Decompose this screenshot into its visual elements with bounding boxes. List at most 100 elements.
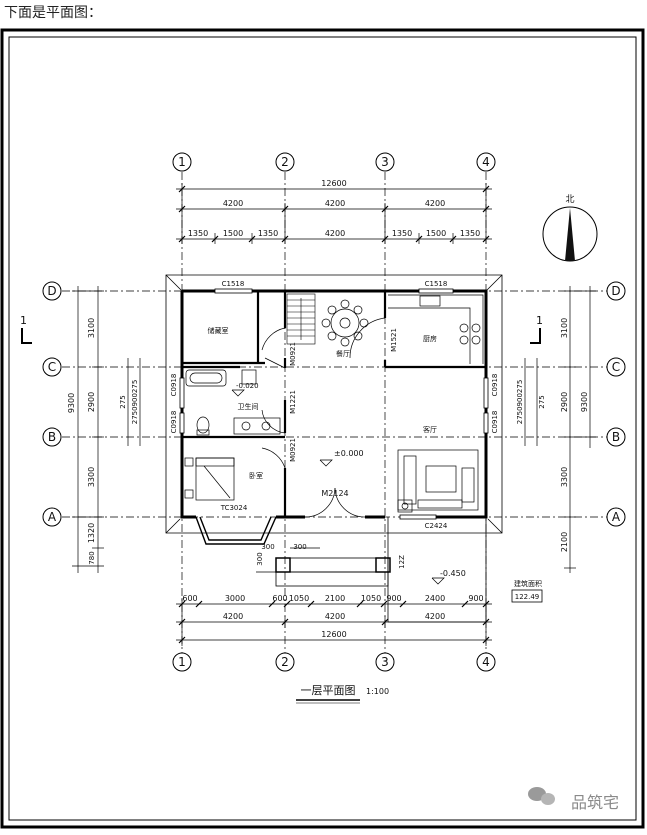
living-room-sofa [397, 449, 479, 513]
left-dimension-lines [72, 286, 141, 573]
label-tc3024: TC3024 [220, 504, 248, 512]
axis-top-1: 1 [178, 155, 186, 169]
axis-top-4: 4 [482, 155, 490, 169]
dim-left-2: 2900 [87, 392, 96, 412]
axis-bottom-4: 4 [482, 655, 490, 669]
area-label: 建筑面积 [514, 579, 542, 588]
dim-right-275: 275 [538, 395, 546, 408]
dim-bottom-8: 2400 [425, 594, 445, 603]
right-dimension-lines [524, 286, 596, 573]
drawing-scale: 1:100 [366, 687, 389, 696]
stairs [286, 293, 316, 345]
room-living: 客厅 [423, 425, 437, 434]
level-bath: -0.020 [236, 382, 259, 390]
dim-bottom-5: 2100 [325, 594, 345, 603]
axis-right-d: D [611, 284, 620, 298]
dim-bottom-bay-1: 4200 [223, 612, 243, 621]
dim-right-small-stack: 2750900275 [516, 380, 524, 425]
door-swings [261, 317, 386, 518]
dim-bottom-bay-2: 4200 [325, 612, 345, 621]
porch-dim-3: 300 [256, 552, 264, 565]
room-storage: 储藏室 [208, 326, 229, 335]
dim-bottom-bay-3: 4200 [425, 612, 445, 621]
dim-left-275: 275 [119, 395, 127, 408]
top-axis-bubbles: 1 2 3 4 [172, 152, 496, 172]
label-m2124: M2124 [321, 489, 348, 498]
label-m1521: M1521 [390, 328, 398, 352]
dim-left-3: 3300 [87, 467, 96, 487]
section-mark-right [530, 328, 541, 344]
wechat-logo-icon [528, 787, 555, 805]
roof-outline [165, 274, 503, 534]
axis-bottom-3: 3 [381, 655, 389, 669]
bottom-axis-bubbles: 1 2 3 4 [172, 652, 496, 672]
axis-left-c: C [48, 360, 56, 374]
room-kitchen: 厨房 [423, 334, 437, 343]
dim-bottom-3: 600 [272, 594, 287, 603]
level-markers [231, 389, 445, 585]
axis-left-a: A [48, 510, 57, 524]
dim-right-4: 2100 [560, 532, 569, 552]
dim-right-2: 2900 [560, 392, 569, 412]
dim-left-total: 9300 [67, 393, 76, 413]
top-dimension-ticks [178, 185, 490, 243]
dim-sub-7: 1350 [460, 229, 480, 238]
room-dining: 餐厅 [336, 349, 350, 358]
dim-sub-3: 1350 [258, 229, 278, 238]
intro-text: 下面是平面图： [4, 5, 102, 21]
area-label-box: 建筑面积 122.49 [511, 579, 543, 603]
bath-fixtures [185, 369, 281, 436]
axis-bottom-1: 1 [178, 655, 186, 669]
inner-frame [8, 36, 637, 821]
dim-bottom-1: 600 [182, 594, 197, 603]
axis-top-3: 3 [381, 155, 389, 169]
dim-left-small-stack: 2750900275 [131, 380, 139, 425]
axis-top-2: 2 [281, 155, 289, 169]
dim-bottom-7: 900 [386, 594, 401, 603]
bedroom-furniture [184, 457, 235, 501]
dim-sub-2: 1500 [223, 229, 243, 238]
room-bath: 卫生间 [238, 402, 259, 411]
bottom-dimension-ticks [178, 600, 490, 644]
dim-sub-6: 1500 [426, 229, 446, 238]
dim-right-total: 9300 [580, 392, 589, 412]
label-c0918-b: C0918 [170, 411, 178, 434]
top-dimension-lines [176, 183, 492, 244]
section-mark-left [21, 328, 32, 344]
label-c0918-c: C0918 [491, 374, 499, 397]
dim-overall-top: 12600 [321, 179, 346, 188]
label-m1221: M1221 [289, 390, 297, 414]
watermark: 品筑宅 [570, 793, 619, 812]
dim-sub-5: 1350 [392, 229, 412, 238]
section-mark-right-label: 1 [536, 314, 543, 327]
dim-overall-bottom: 12600 [321, 630, 346, 639]
step-label: 12Z [398, 555, 406, 569]
area-value: 122.49 [515, 593, 540, 601]
label-c1518-right: C1518 [425, 280, 448, 288]
dim-left-4: 1320 [87, 523, 96, 543]
label-c0918-a: C0918 [170, 374, 178, 397]
kitchen-counters [388, 294, 484, 364]
dim-bay-1: 4200 [223, 199, 243, 208]
dim-right-1: 3100 [560, 318, 569, 338]
bay-window [195, 516, 277, 545]
interior-walls [182, 291, 486, 517]
north-label: 北 [565, 194, 574, 205]
outer-frame [0, 28, 645, 829]
axis-left-b: B [48, 430, 56, 444]
porch-dim-1: 300 [261, 543, 274, 551]
label-m0921-a: M0921 [289, 342, 297, 366]
drawing-title-block: 一层平面图 1:100 [296, 684, 389, 704]
entry-porch [256, 517, 487, 623]
dining-table [321, 299, 369, 347]
label-c1518-left: C1518 [222, 280, 245, 288]
room-bedroom: 卧室 [249, 471, 263, 480]
right-axis-bubbles: D C B A [606, 281, 626, 527]
level-outdoor: -0.450 [440, 569, 466, 578]
dim-sub-4: 4200 [325, 229, 345, 238]
dim-sub-1: 1350 [188, 229, 208, 238]
label-c0918-d: C0918 [491, 411, 499, 434]
north-arrow: 北 [542, 194, 598, 262]
level-floor: ±0.000 [334, 449, 364, 458]
dim-bottom-2: 3000 [225, 594, 245, 603]
